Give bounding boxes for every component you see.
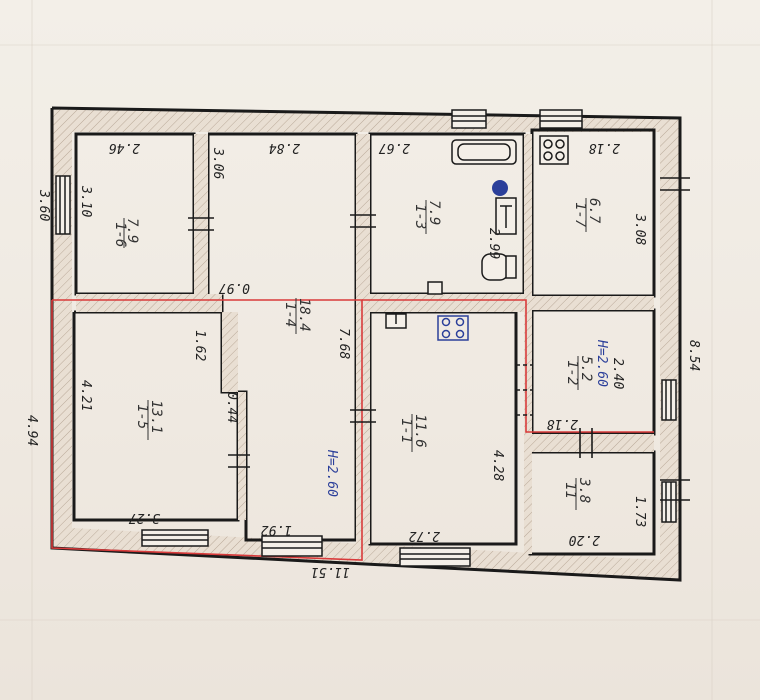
room-1-2-height: 2.40 — [610, 358, 625, 389]
room-1-4: 2.84 3.06 0.97 1-4 18.4 7.68 0.44 H=2.60… — [210, 140, 351, 537]
room-1-7-number: 1-7 — [572, 202, 588, 228]
overall-dimensions: 3.60 4.94 8.54 11.51 — [24, 189, 701, 579]
room-1-5-width: 3.27 — [129, 510, 161, 525]
room-1-6-height: 3.10 — [78, 185, 93, 217]
stove-icon-1-1 — [437, 315, 469, 341]
room-11-width: 2.20 — [569, 532, 600, 547]
room-1-5-height: 4.21 — [78, 380, 93, 411]
room-1-3-height: 2.99 — [486, 228, 501, 259]
room-1-7-width: 2.18 — [589, 140, 620, 155]
room-11-number: 11 — [562, 482, 578, 499]
room-1-6-area: 7.9 — [124, 218, 140, 243]
toilet-icon — [481, 253, 517, 281]
room-1-1-area: 11.6 — [412, 414, 428, 448]
room-1-7: 2.18 1-7 6.7 3.08 — [572, 140, 647, 245]
room-1-4-bottom-width: 1.92 — [261, 522, 292, 537]
room-1-4-number: 1-4 — [282, 302, 298, 327]
room-1-4-notch: 0.44 — [224, 392, 239, 423]
room-1-5-number: 1-5 — [134, 404, 150, 429]
room-1-2-width: 2.18 — [547, 416, 578, 431]
room-11-area: 3.8 — [576, 477, 592, 503]
room-1-3-number: 1-3 — [412, 204, 428, 229]
room-1-1-height: 4.28 — [490, 450, 505, 481]
room-1-5: 4.21 1.62 1-5 13.1 3.27 — [78, 330, 207, 525]
partition-hatch — [76, 134, 654, 554]
room-1-1-number: 1-1 — [398, 418, 414, 443]
sink-icon — [495, 197, 517, 235]
room-1-2-area: 5.2 — [578, 356, 594, 381]
room-1-3-area: 7.9 — [426, 200, 442, 225]
chimney-box — [427, 281, 443, 295]
room-11-height: 1.73 — [632, 496, 647, 527]
dim-right-total: 8.54 — [686, 340, 701, 371]
room-1-5-area: 13.1 — [148, 400, 164, 434]
room-1-2-number: 1-2 — [564, 360, 580, 385]
room-1-7-area: 6.7 — [586, 198, 602, 224]
room-1-3-width: 2.67 — [379, 140, 410, 155]
windows — [55, 109, 677, 567]
room-1-4-area: 18.4 — [296, 298, 312, 332]
room-1-6: 2.46 3.10 1-6 7.9 — [78, 140, 140, 248]
room-1-2: 1-2 5.2 H=2.60 2.40 2.18 — [547, 339, 625, 431]
room-11: 11 3.8 1.73 2.20 — [562, 477, 647, 547]
room-1-4-width: 2.84 — [269, 140, 300, 155]
room-1-7-height: 3.08 — [632, 213, 647, 245]
sink-icon-1-1 — [385, 313, 407, 329]
room-1-4-long: 7.68 — [336, 328, 351, 359]
room-1-4-height: 3.06 — [210, 147, 225, 179]
boiler-icon — [492, 180, 508, 196]
room-1-2-ceiling: H=2.60 — [594, 339, 609, 387]
room-1-4-ceiling: H=2.60 — [324, 449, 339, 497]
room-1-3: 2.67 1-3 7.9 2.99 — [379, 140, 501, 259]
stove-icon-1-7 — [539, 135, 569, 165]
dim-left-lower: 4.94 — [24, 415, 39, 446]
room-1-6-width: 2.46 — [109, 140, 140, 155]
room-1-1-width: 2.72 — [409, 528, 440, 543]
dim-left-height: 3.60 — [36, 189, 51, 221]
doors — [188, 177, 690, 501]
bathtub-icon — [451, 139, 517, 165]
room-1-5-inner: 1.62 — [192, 330, 207, 361]
dim-bottom-total: 11.51 — [311, 564, 350, 579]
room-1-1: 1-1 11.6 4.28 2.72 — [398, 414, 505, 543]
red-boundary — [51, 299, 654, 561]
room-1-4-extra: 0.97 — [219, 280, 250, 295]
